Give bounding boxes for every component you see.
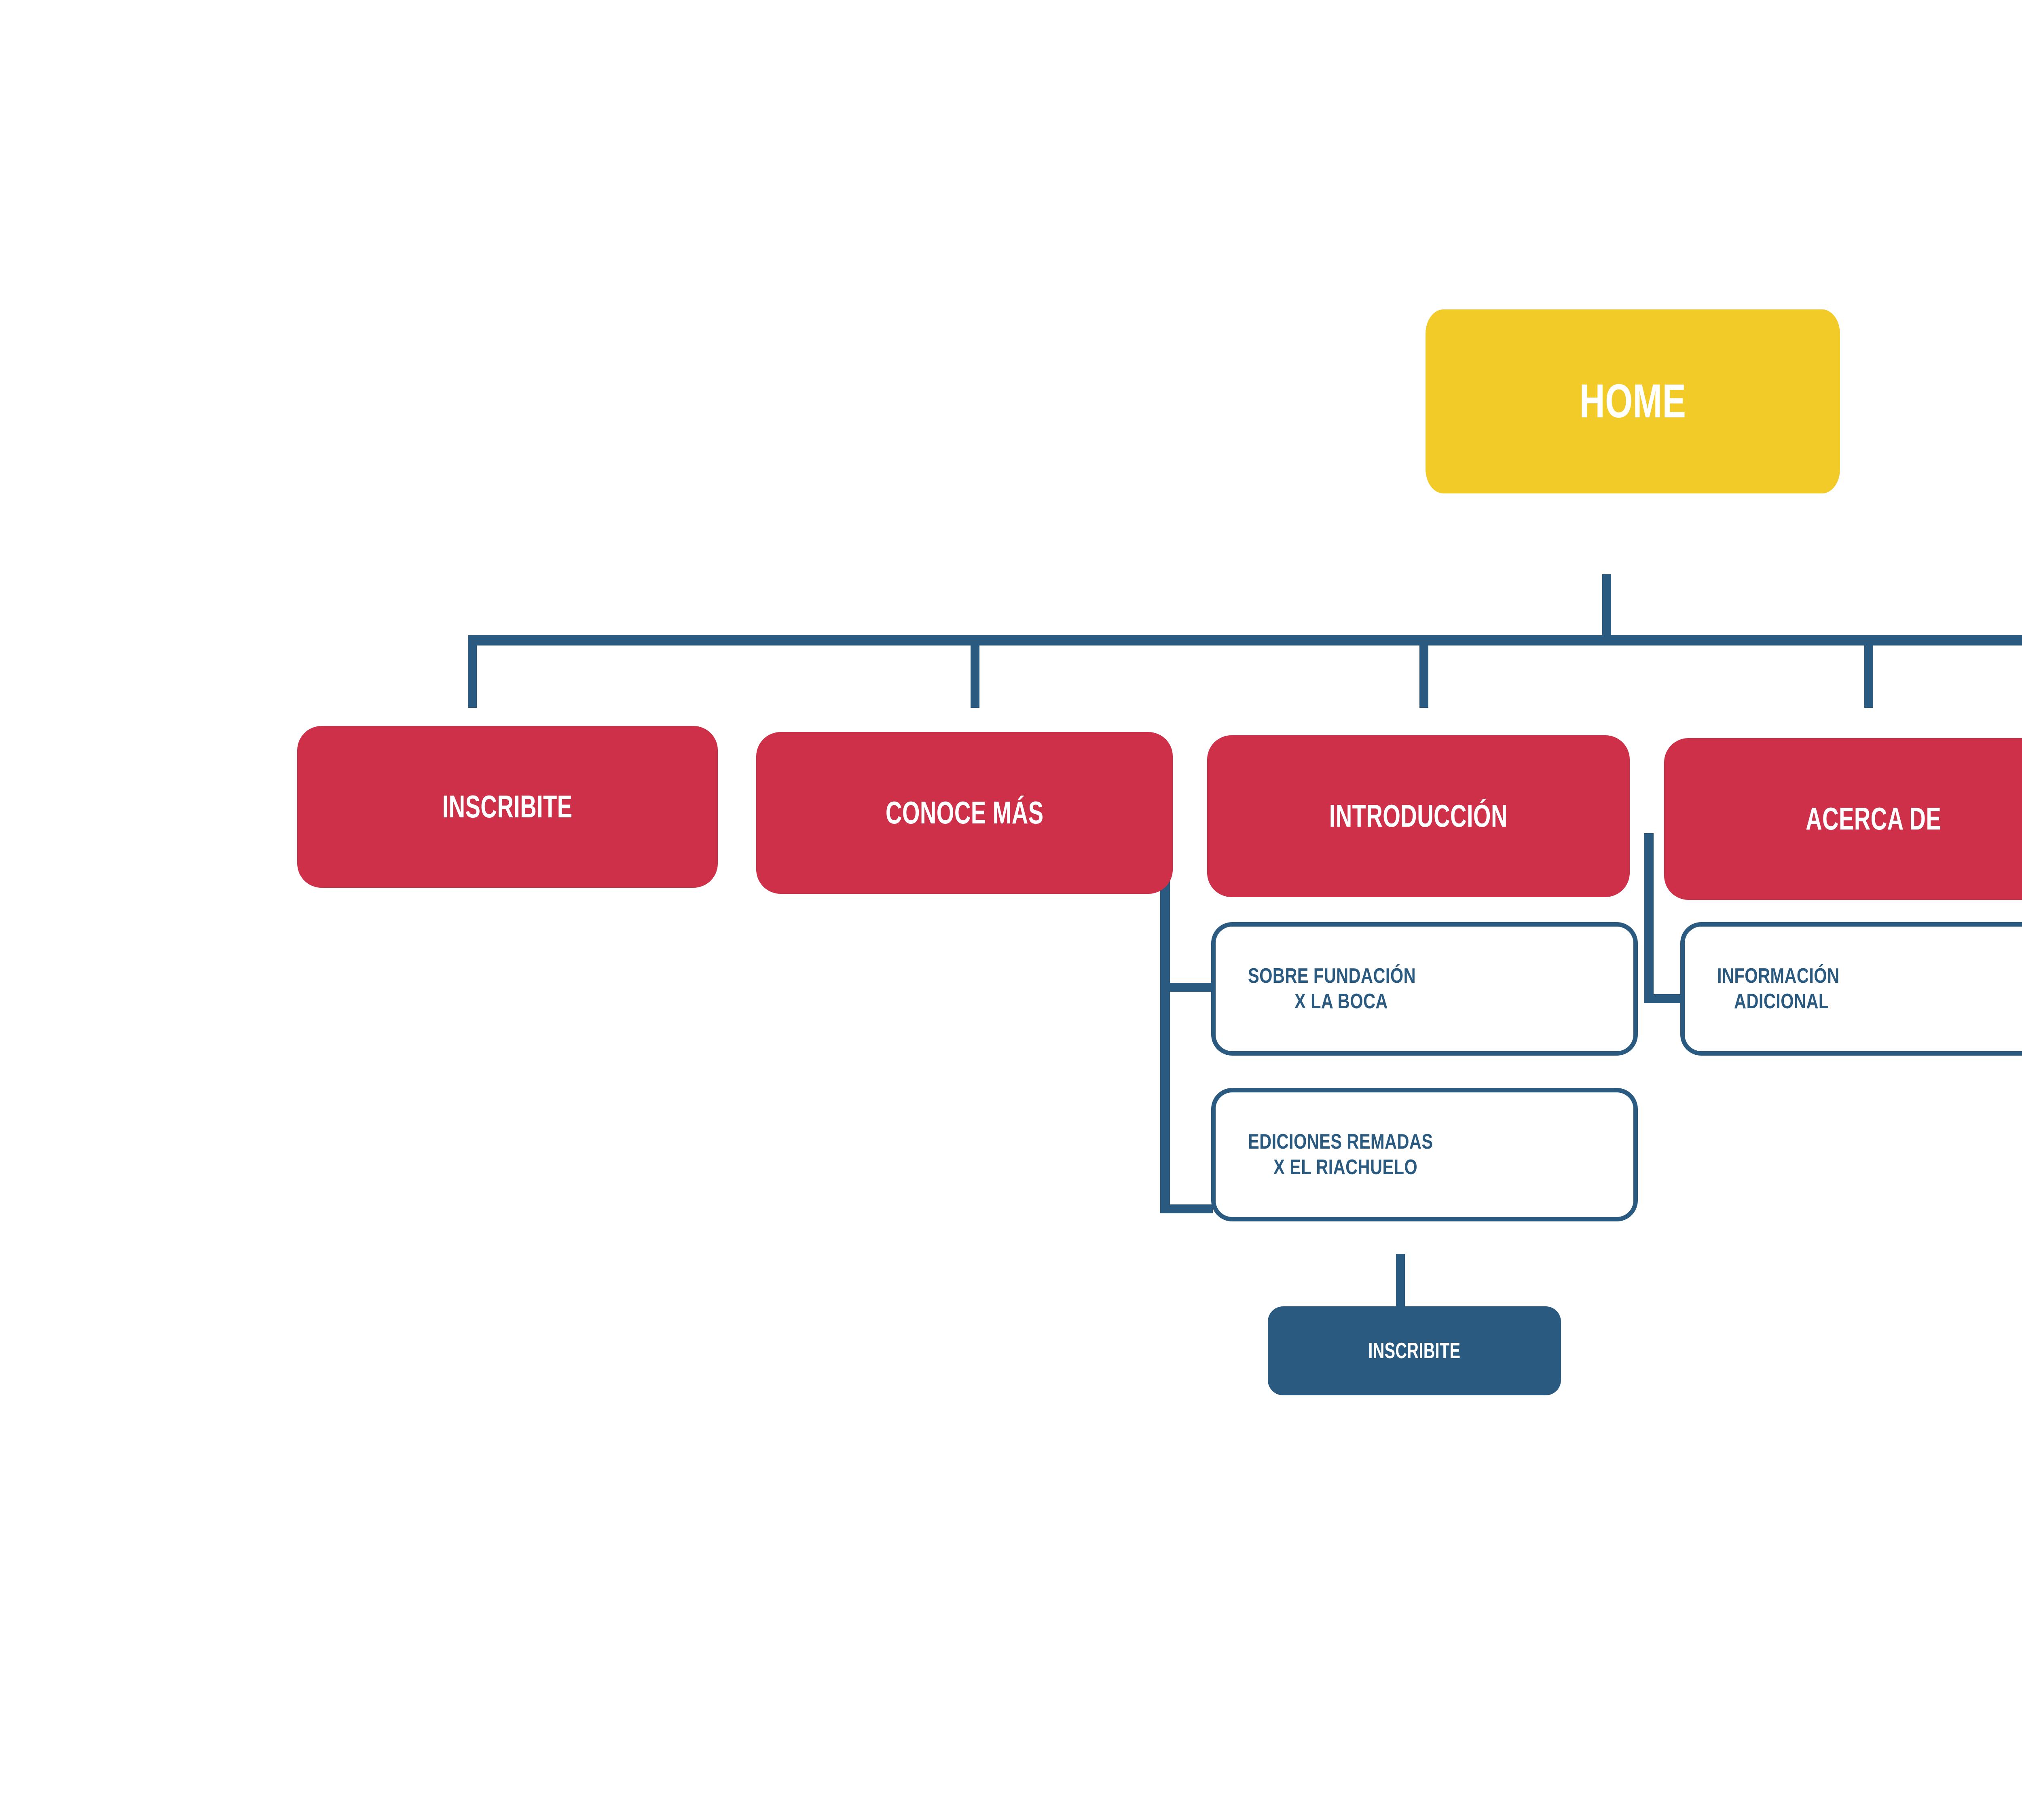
node-acerca-de[interactable]: ACERCA DE [1664, 738, 2022, 900]
node-acerca-de-label: ACERCA DE [1805, 801, 1942, 837]
node-inscribite-cta[interactable]: INSCRIBITE [1268, 1306, 1561, 1395]
node-informacion-adicional[interactable]: INFORMACIÓN ADICIONAL [1680, 922, 2022, 1056]
node-introduccion-label: INTRODUCCIÓN [1329, 798, 1508, 834]
node-informacion-adicional-line1: INFORMACIÓN [1717, 964, 1840, 988]
node-introduccion[interactable]: INTRODUCCIÓN [1207, 735, 1630, 897]
node-sobre-fundacion[interactable]: SOBRE FUNDACIÓN X LA BOCA [1211, 922, 1638, 1056]
node-inscribite[interactable]: INSCRIBITE [297, 726, 718, 888]
node-sobre-fundacion-text: SOBRE FUNDACIÓN X LA BOCA [1248, 963, 1458, 1015]
node-sobre-fundacion-line2: X LA BOCA [1294, 990, 1388, 1013]
node-conoce-mas[interactable]: CONOCE MÁS [756, 732, 1173, 894]
node-ediciones-remadas-text: EDICIONES REMADAS X EL RIACHUELO [1248, 1129, 1479, 1181]
node-home[interactable]: HOME [1426, 309, 1840, 493]
node-informacion-adicional-line2: ADICIONAL [1734, 990, 1830, 1013]
node-informacion-adicional-text: INFORMACIÓN ADICIONAL [1717, 963, 1870, 1015]
node-sobre-fundacion-line1: SOBRE FUNDACIÓN [1248, 964, 1416, 988]
node-inscribite-label: INSCRIBITE [442, 789, 573, 825]
node-conoce-mas-label: CONOCE MÁS [885, 795, 1044, 831]
node-home-label: HOME [1579, 374, 1686, 428]
node-ediciones-remadas-line1: EDICIONES REMADAS [1248, 1130, 1433, 1153]
node-ediciones-remadas[interactable]: EDICIONES REMADAS X EL RIACHUELO [1211, 1088, 1638, 1221]
node-inscribite-cta-label: INSCRIBITE [1368, 1338, 1461, 1363]
node-ediciones-remadas-line2: X EL RIACHUELO [1273, 1155, 1418, 1179]
